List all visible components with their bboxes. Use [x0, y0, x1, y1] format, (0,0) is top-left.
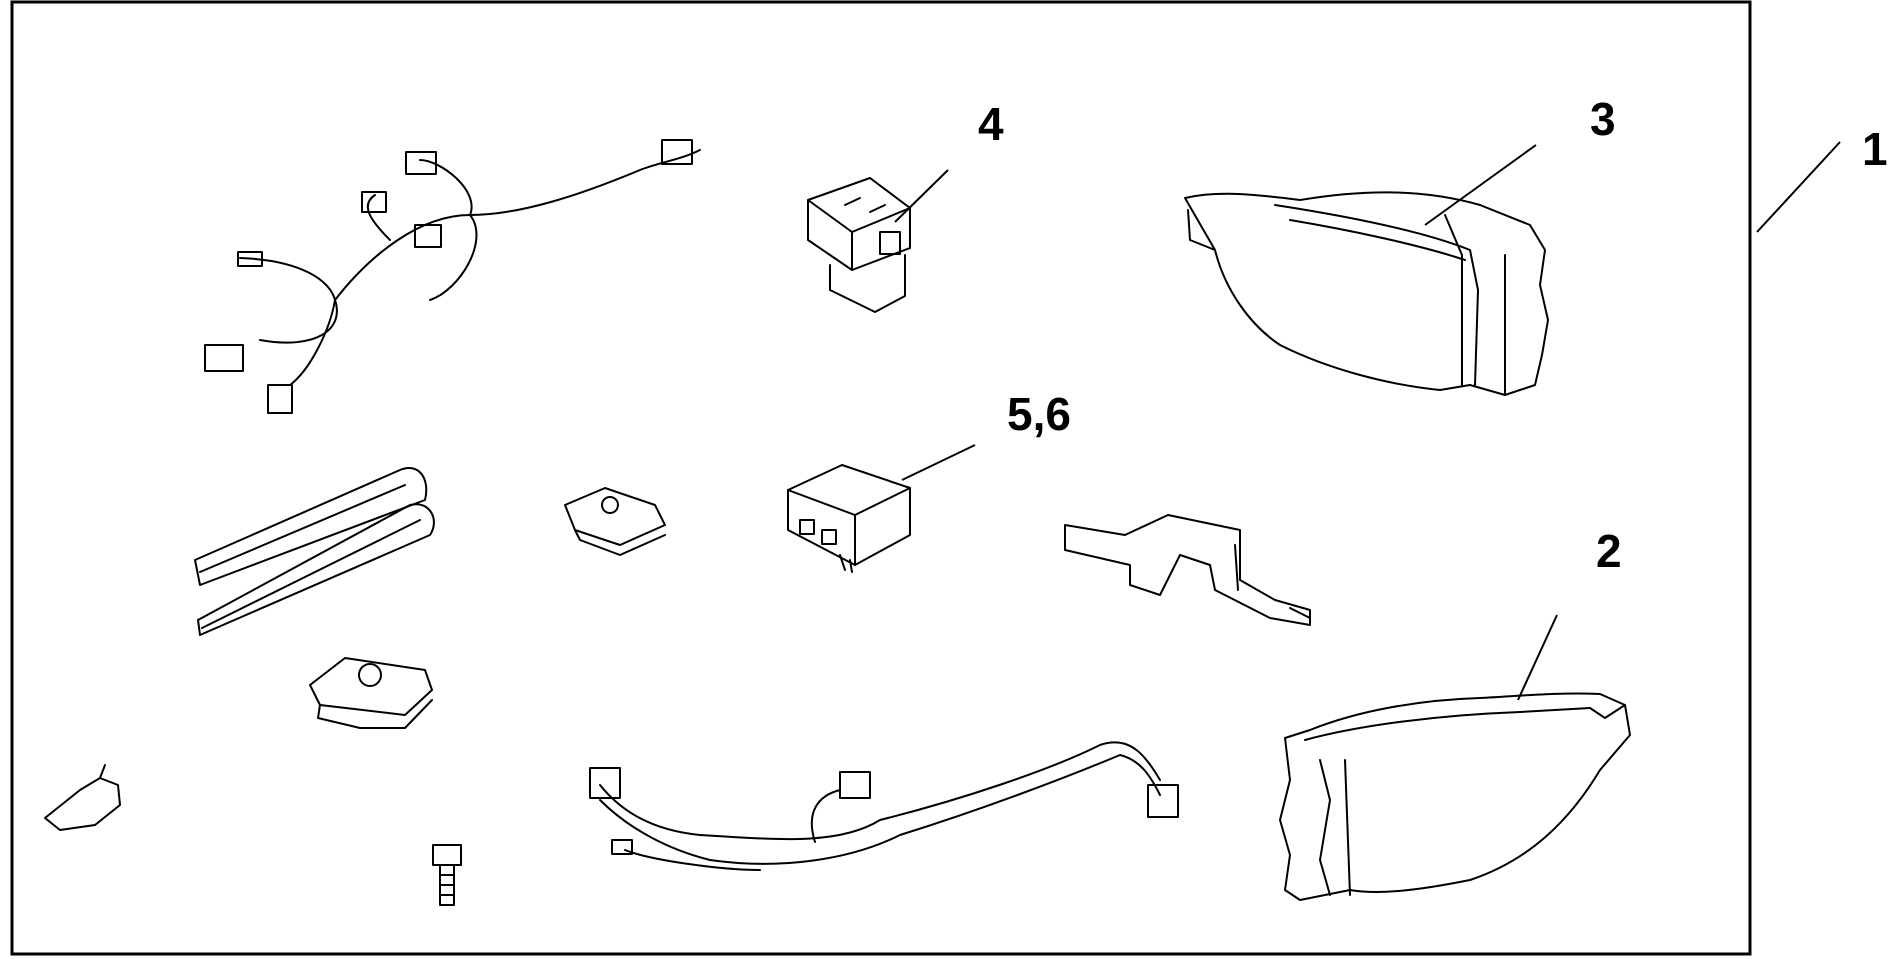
leader-line-2 [1517, 614, 1558, 701]
callout-3: 3 [1590, 93, 1616, 145]
fog-light-lamp-right [1184, 191, 1549, 396]
callout-2: 2 [1596, 525, 1622, 577]
protective-tube-set [194, 467, 435, 636]
wiring-harness-upper [204, 139, 701, 414]
bolt [432, 844, 462, 906]
fog-light-relay [787, 464, 911, 573]
fog-light-switch [807, 177, 911, 313]
callout-4: 4 [978, 98, 1004, 150]
connector-terminal [44, 764, 121, 831]
leader-line-4 [894, 169, 949, 223]
leader-line-3 [1424, 144, 1537, 226]
leader-line-1 [1756, 141, 1841, 233]
mounting-bracket [1064, 514, 1311, 626]
nut-clip-square [309, 657, 433, 729]
diagram-frame [10, 0, 1752, 956]
callout-1: 1 [1862, 123, 1888, 175]
leader-line-5-6 [901, 444, 976, 481]
fog-light-lamp-left [1279, 692, 1631, 901]
clip-fastener [564, 487, 666, 556]
callout-5-6: 5,6 [1007, 388, 1071, 440]
wiring-harness-lower [589, 741, 1179, 871]
